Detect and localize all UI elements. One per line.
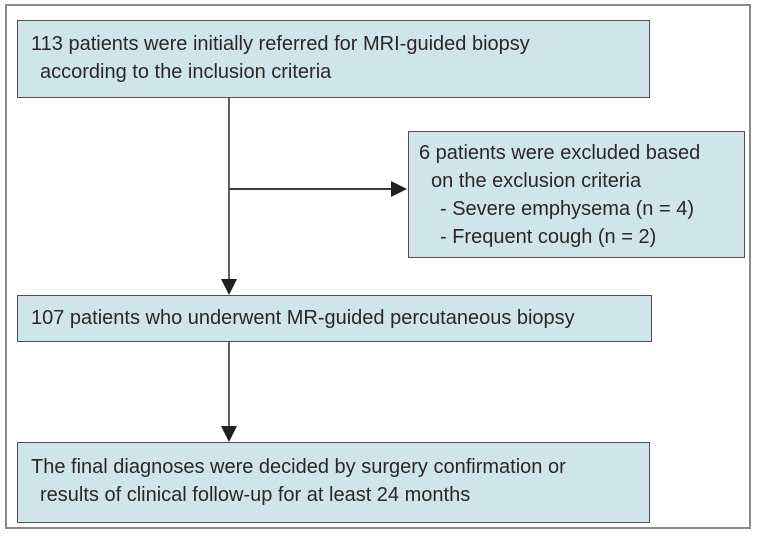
arrow-right-icon <box>391 181 407 197</box>
node-text-line: results of clinical follow-up for at lea… <box>40 484 471 506</box>
arrow-down-icon <box>221 279 237 295</box>
connector-referred-to-excluded-line <box>229 188 392 190</box>
node-text-line: 113 patients were initially referred for… <box>31 33 530 55</box>
node-text-line: - Severe emphysema (n = 4) <box>440 198 694 220</box>
node-text-line: The final diagnoses were decided by surg… <box>31 456 566 478</box>
node-excluded-patients: 6 patients were excluded based on the ex… <box>408 131 745 258</box>
arrow-down-icon <box>221 426 237 442</box>
node-biopsy-patients: 107 patients who underwent MR-guided per… <box>17 295 652 342</box>
connector-biopsy-to-diagnosis-line <box>228 342 230 427</box>
node-text-line: 6 patients were excluded based <box>419 142 701 164</box>
node-referred-patients: 113 patients were initially referred for… <box>17 20 650 98</box>
node-text-line: - Frequent cough (n = 2) <box>440 226 657 248</box>
node-final-diagnosis: The final diagnoses were decided by surg… <box>17 442 650 523</box>
node-text-line: according to the inclusion criteria <box>40 61 332 83</box>
node-text-line: on the exclusion criteria <box>431 170 642 192</box>
node-text-line: 107 patients who underwent MR-guided per… <box>31 307 575 329</box>
figure-border <box>5 4 751 529</box>
